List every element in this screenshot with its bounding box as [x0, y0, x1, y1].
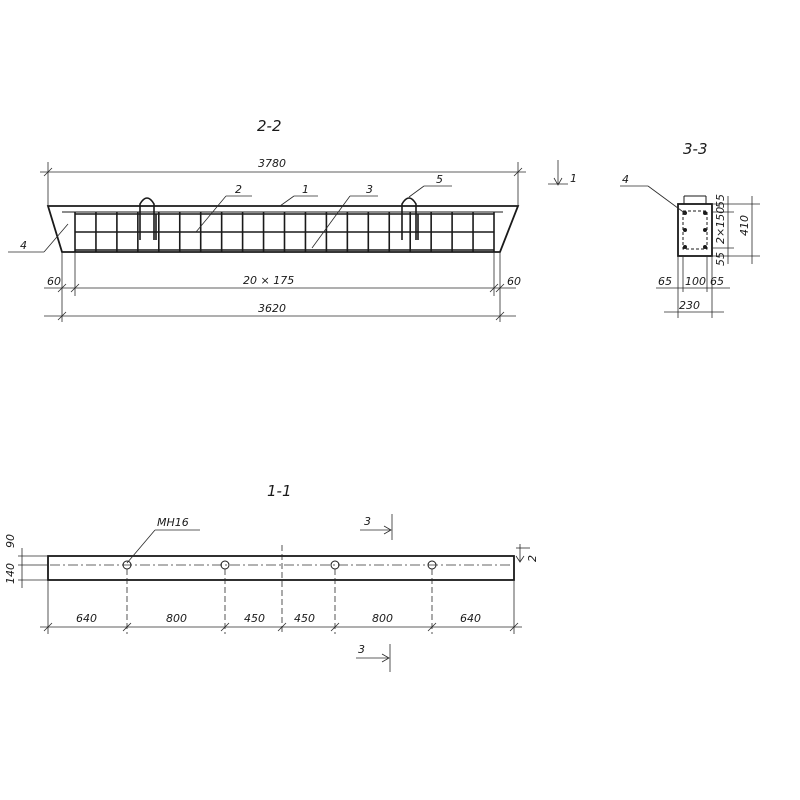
- beam-outline: [46, 205, 520, 253]
- leader-5: [408, 185, 425, 198]
- dim-seg-3: 450: [244, 612, 265, 625]
- section-2-2: 2-2 2 1 3 5 4: [8, 117, 577, 322]
- hole-label: МН16: [157, 516, 189, 529]
- lifting-loop-left: [139, 197, 155, 240]
- leader-3: [311, 195, 351, 249]
- cut-marker-1: 1: [570, 172, 577, 185]
- dim-tick: [220, 622, 230, 632]
- dim-65-left: 65: [658, 275, 672, 288]
- dim-seg-6: 640: [460, 612, 481, 625]
- dim-spacing: 20 × 175: [243, 274, 294, 287]
- dim-230: 230: [679, 299, 700, 312]
- dim-55-bottom: 55: [714, 252, 727, 266]
- dim-tick: [277, 622, 287, 632]
- cut-marker-2: 2: [526, 555, 539, 562]
- rebar-cage: [74, 212, 495, 252]
- cut-marker-3-bottom: 3: [358, 643, 365, 656]
- dim-140: 140: [4, 563, 17, 584]
- dim-tick: [427, 622, 437, 632]
- leader-2: [195, 195, 227, 233]
- dim-3780: 3780: [258, 157, 286, 170]
- section-3-3-callout-4: 4: [622, 173, 629, 186]
- callout-5: 5: [436, 173, 443, 186]
- lifting-loop-right: [401, 197, 417, 240]
- callout-1: 1: [302, 183, 309, 196]
- dim-60-right: 60: [507, 275, 521, 288]
- dim-tick: [122, 622, 132, 632]
- dim-55-top: 55: [714, 194, 727, 208]
- beam-plan-outline: [47, 555, 515, 581]
- section-2-2-title: 2-2: [257, 117, 282, 135]
- dim-tick: [330, 622, 340, 632]
- dim-60-left: 60: [47, 275, 61, 288]
- section-1-1-title: 1-1: [267, 482, 292, 500]
- leader-4-section: [647, 185, 687, 215]
- dim-tick: [43, 622, 53, 632]
- dim-3620: 3620: [258, 302, 286, 315]
- dim-90: 90: [4, 534, 17, 548]
- dim-2x150: 2×150: [714, 207, 727, 244]
- dim-410: 410: [738, 215, 751, 236]
- dim-seg-4: 450: [294, 612, 315, 625]
- cross-section-outline: [677, 203, 713, 257]
- leader-1: [279, 195, 295, 207]
- dim-100: 100: [685, 275, 706, 288]
- callout-3: 3: [366, 183, 373, 196]
- callout-2: 2: [235, 183, 242, 196]
- dim-seg-1: 640: [76, 612, 97, 625]
- dim-seg-2: 800: [166, 612, 187, 625]
- callout-4: 4: [20, 239, 27, 252]
- dim-seg-5: 800: [372, 612, 393, 625]
- cut-marker-3-top: 3: [364, 515, 371, 528]
- leader-mh16: [126, 529, 156, 564]
- leader-4: [43, 223, 69, 253]
- dim-tick: [509, 622, 519, 632]
- section-3-3: 3-3 4 55 2×150 55 410 65 100: [620, 140, 760, 318]
- section-1-1: 1-1 МН16 90 140 3 3 2: [4, 482, 539, 672]
- dim-65-right: 65: [710, 275, 724, 288]
- section-3-3-title: 3-3: [683, 140, 708, 158]
